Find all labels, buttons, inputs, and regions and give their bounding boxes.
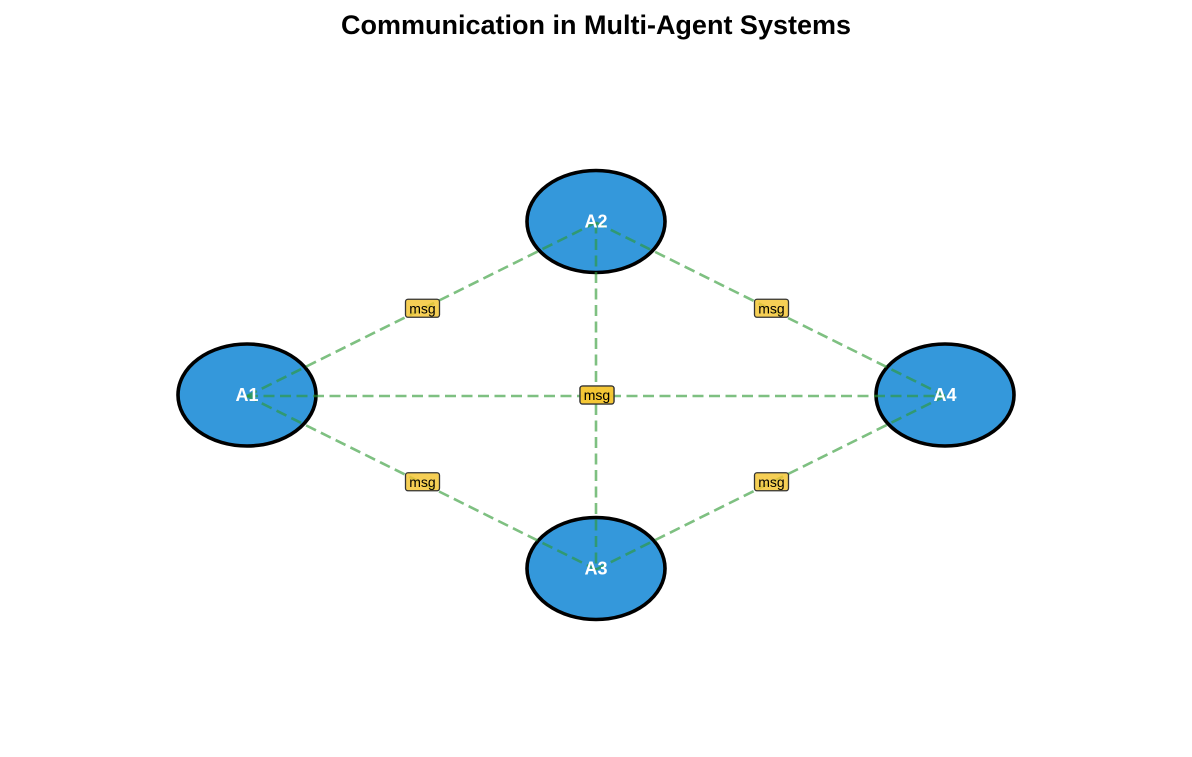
message-label-text: msg [409,474,435,490]
message-label: msg [753,298,790,318]
message-label-box [753,472,790,492]
agent-label-a2: A2 [584,212,607,232]
message-labels-layer: msgmsgmsgmsgmsgmsg [404,298,790,492]
message-label-box [753,298,790,318]
message-label: msg [753,472,790,492]
message-label-box [579,385,615,405]
message-label-text: msg [409,300,435,316]
message-label: msg [579,385,615,405]
message-label: msg [404,298,441,318]
message-label-text: msg [584,387,610,403]
message-label-text: msg [758,300,784,316]
message-label-box [404,472,441,492]
message-label: msg [404,472,441,492]
message-label-box [404,298,441,318]
agent-label-a3: A3 [584,559,607,579]
diagram-title: Communication in Multi-Agent Systems [340,10,852,40]
message-label-text: msg [758,474,784,490]
agent-label-a4: A4 [933,385,956,405]
agent-label-a1: A1 [235,385,258,405]
